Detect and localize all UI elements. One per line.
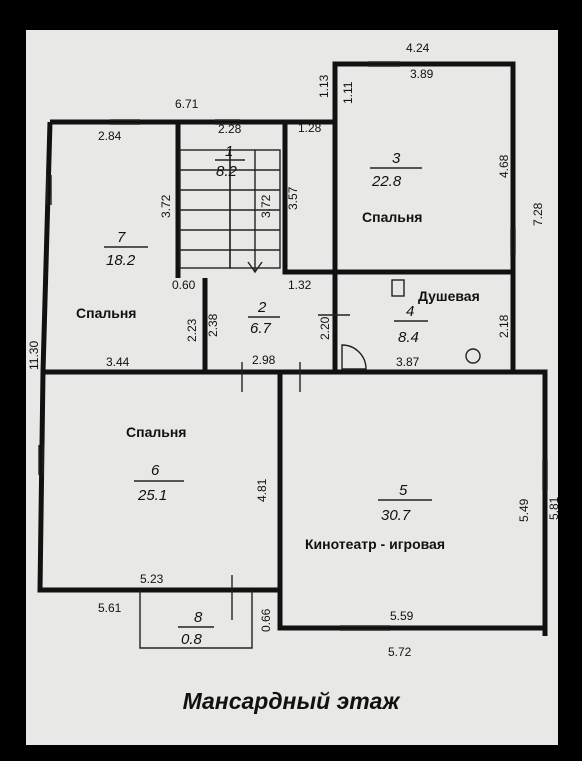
doors bbox=[231, 314, 350, 620]
dim-r6-bottom: 5.23 bbox=[140, 572, 164, 586]
room-6-label: Спальня bbox=[126, 424, 186, 440]
dim-stair-top: 2.28 bbox=[218, 122, 242, 136]
room-5-label: Кинотеатр - игровая bbox=[305, 536, 445, 552]
dim-bottom-572: 5.72 bbox=[388, 645, 412, 659]
dim-r3-left-top: 1.28 bbox=[298, 121, 322, 135]
dim-r6-right: 4.81 bbox=[255, 478, 269, 502]
room-3-number: 3 bbox=[392, 150, 401, 167]
room-5-area: 30.7 bbox=[381, 507, 411, 524]
dim-132: 1.32 bbox=[288, 278, 312, 292]
dim-r8-left: 5.61 bbox=[98, 601, 122, 615]
room-3-label: Спальня bbox=[362, 209, 422, 225]
balcony-outline bbox=[139, 590, 253, 649]
room-8-area: 0.8 bbox=[181, 631, 203, 648]
dim-223: 2.23 bbox=[185, 318, 199, 342]
room-2-number: 2 bbox=[257, 299, 267, 316]
floor-title: Мансардный этаж bbox=[182, 688, 400, 714]
dim-060: 0.60 bbox=[172, 278, 196, 292]
dim-113: 1.13 bbox=[317, 74, 331, 98]
room-3-area: 22.8 bbox=[371, 173, 402, 190]
shower-fixtures bbox=[341, 279, 481, 370]
room-4-label: Душевая bbox=[418, 288, 480, 304]
staircase bbox=[179, 149, 281, 274]
windows bbox=[38, 61, 548, 631]
room-8-number: 8 bbox=[194, 609, 203, 626]
dim-220: 2.20 bbox=[318, 316, 332, 340]
dim-top-3-inner: 3.89 bbox=[410, 67, 434, 81]
dim-r2-bottom: 2.98 bbox=[252, 353, 276, 367]
dim-left-1130: 11.30 bbox=[27, 341, 41, 370]
dim-r7-right: 3.72 bbox=[159, 194, 173, 218]
dim-r5-right: 5.49 bbox=[517, 498, 531, 522]
interior-walls bbox=[43, 119, 545, 590]
dim-111: 1.11 bbox=[341, 81, 355, 104]
dim-r4-bottom: 3.87 bbox=[396, 355, 420, 369]
room-7-number: 7 bbox=[117, 229, 126, 246]
dim-top-mid: 6.71 bbox=[175, 97, 199, 111]
dim-r7-bottom: 3.44 bbox=[106, 355, 130, 369]
dim-r3-right-h: 4.68 bbox=[497, 154, 511, 178]
room-1-number: 1 bbox=[225, 143, 233, 160]
dim-r3-left-h: 3.57 bbox=[286, 186, 300, 210]
room-4-number: 4 bbox=[406, 303, 414, 320]
dim-top-3: 4.24 bbox=[406, 41, 430, 55]
room-7-label: Спальня bbox=[76, 305, 136, 321]
room-2-area: 6.7 bbox=[250, 320, 272, 337]
dim-066: 0.66 bbox=[259, 608, 273, 632]
dim-238: 2.38 bbox=[206, 313, 220, 337]
room-4-area: 8.4 bbox=[398, 329, 419, 346]
room-1-area: 8.2 bbox=[216, 163, 238, 180]
dim-right-581: 5.81 bbox=[547, 496, 561, 520]
dim-stair-h: 3.72 bbox=[259, 194, 273, 218]
dim-right-728: 7.28 bbox=[531, 202, 545, 226]
room-7-area: 18.2 bbox=[106, 252, 136, 269]
dim-r7-top: 2.84 bbox=[98, 129, 122, 143]
room-6-number: 6 bbox=[151, 462, 160, 479]
room-6-area: 25.1 bbox=[137, 487, 167, 504]
dim-r5-bottom: 5.59 bbox=[390, 609, 414, 623]
room-5-number: 5 bbox=[399, 482, 408, 499]
dim-218: 2.18 bbox=[497, 314, 511, 338]
